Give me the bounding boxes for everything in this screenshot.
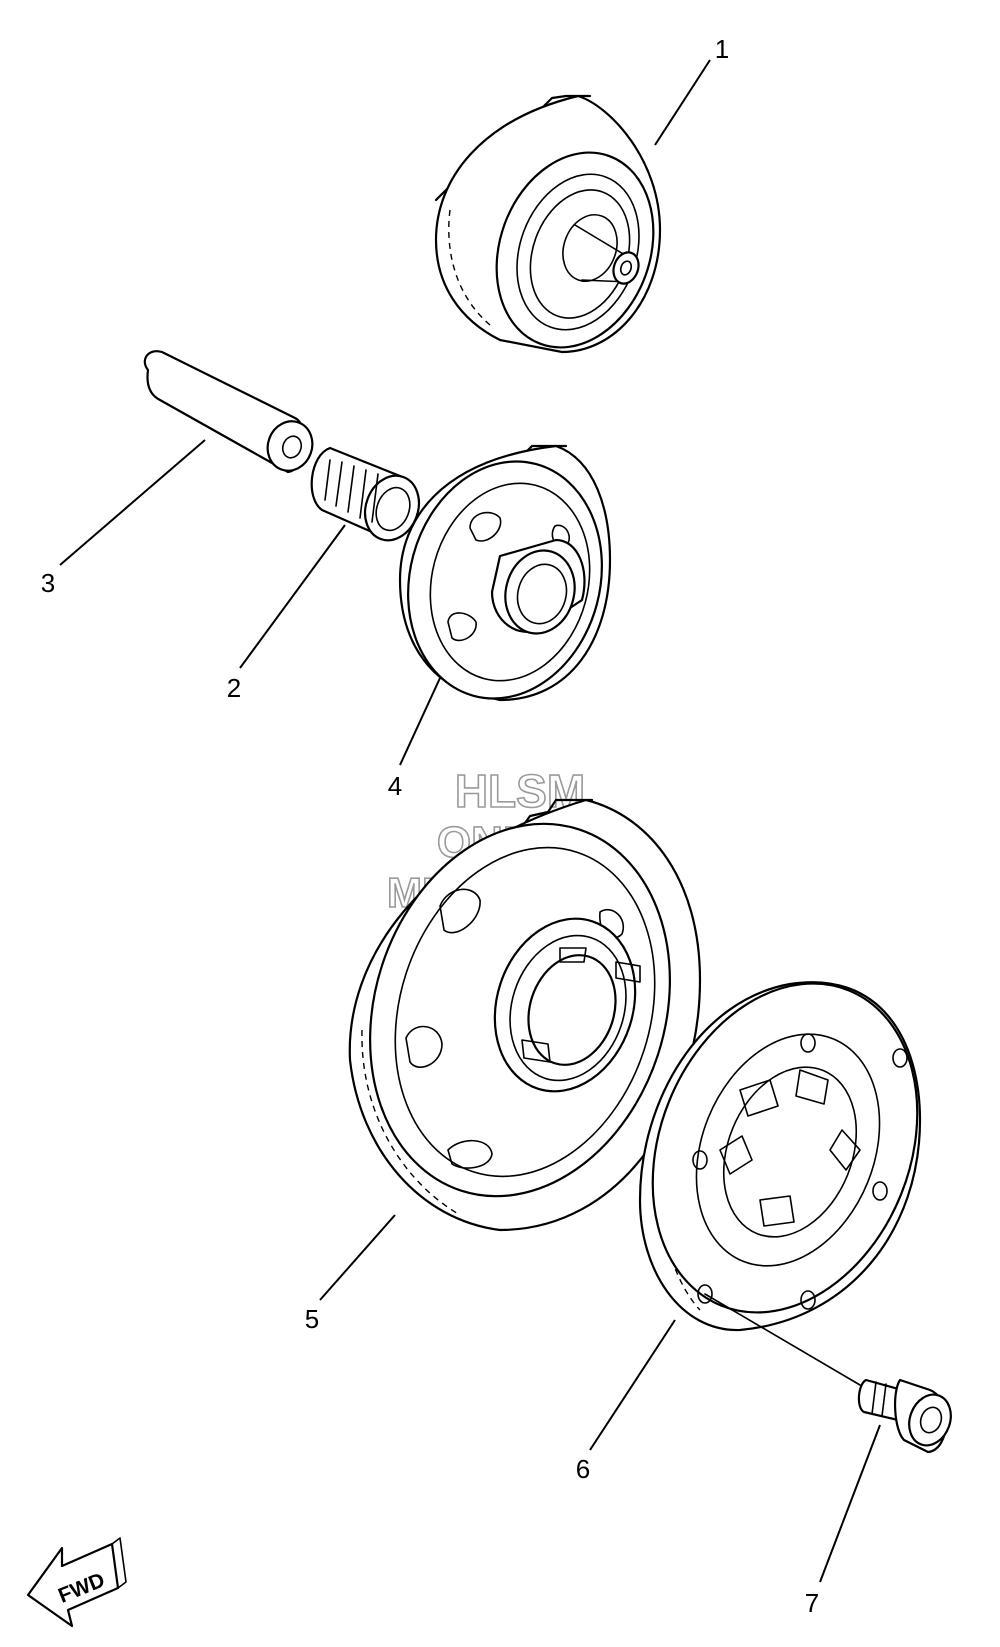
part-2-needle-bearing — [310, 446, 421, 542]
part-6-one-way-clutch — [638, 981, 922, 1386]
leader-6 — [589, 1319, 676, 1451]
part-7-bolt — [857, 1378, 952, 1454]
leader-2 — [239, 524, 346, 669]
callout-7: 7 — [805, 1588, 819, 1618]
leader-4 — [399, 677, 441, 766]
callout-1: 1 — [715, 34, 729, 64]
callout-4: 4 — [388, 771, 402, 801]
callout-numbers: 1 2 3 4 5 6 7 — [41, 34, 819, 1618]
leader-3 — [59, 439, 206, 566]
callout-3: 3 — [41, 568, 55, 598]
callout-5: 5 — [305, 1304, 319, 1334]
leader-7 — [819, 1424, 881, 1583]
forward-direction-arrow: FWD — [26, 1537, 127, 1628]
part-5-wheel-gear — [348, 798, 702, 1232]
callout-2: 2 — [227, 673, 241, 703]
leader-5 — [319, 1214, 396, 1301]
part-1-gear-assembly — [434, 94, 662, 354]
part-4-idler-gear — [398, 444, 612, 702]
part-3-shaft — [143, 350, 314, 474]
clutch-bolt-holes — [692, 1033, 908, 1310]
callout-6: 6 — [576, 1454, 590, 1484]
leader-lines — [59, 59, 881, 1583]
leader-1 — [654, 59, 711, 146]
